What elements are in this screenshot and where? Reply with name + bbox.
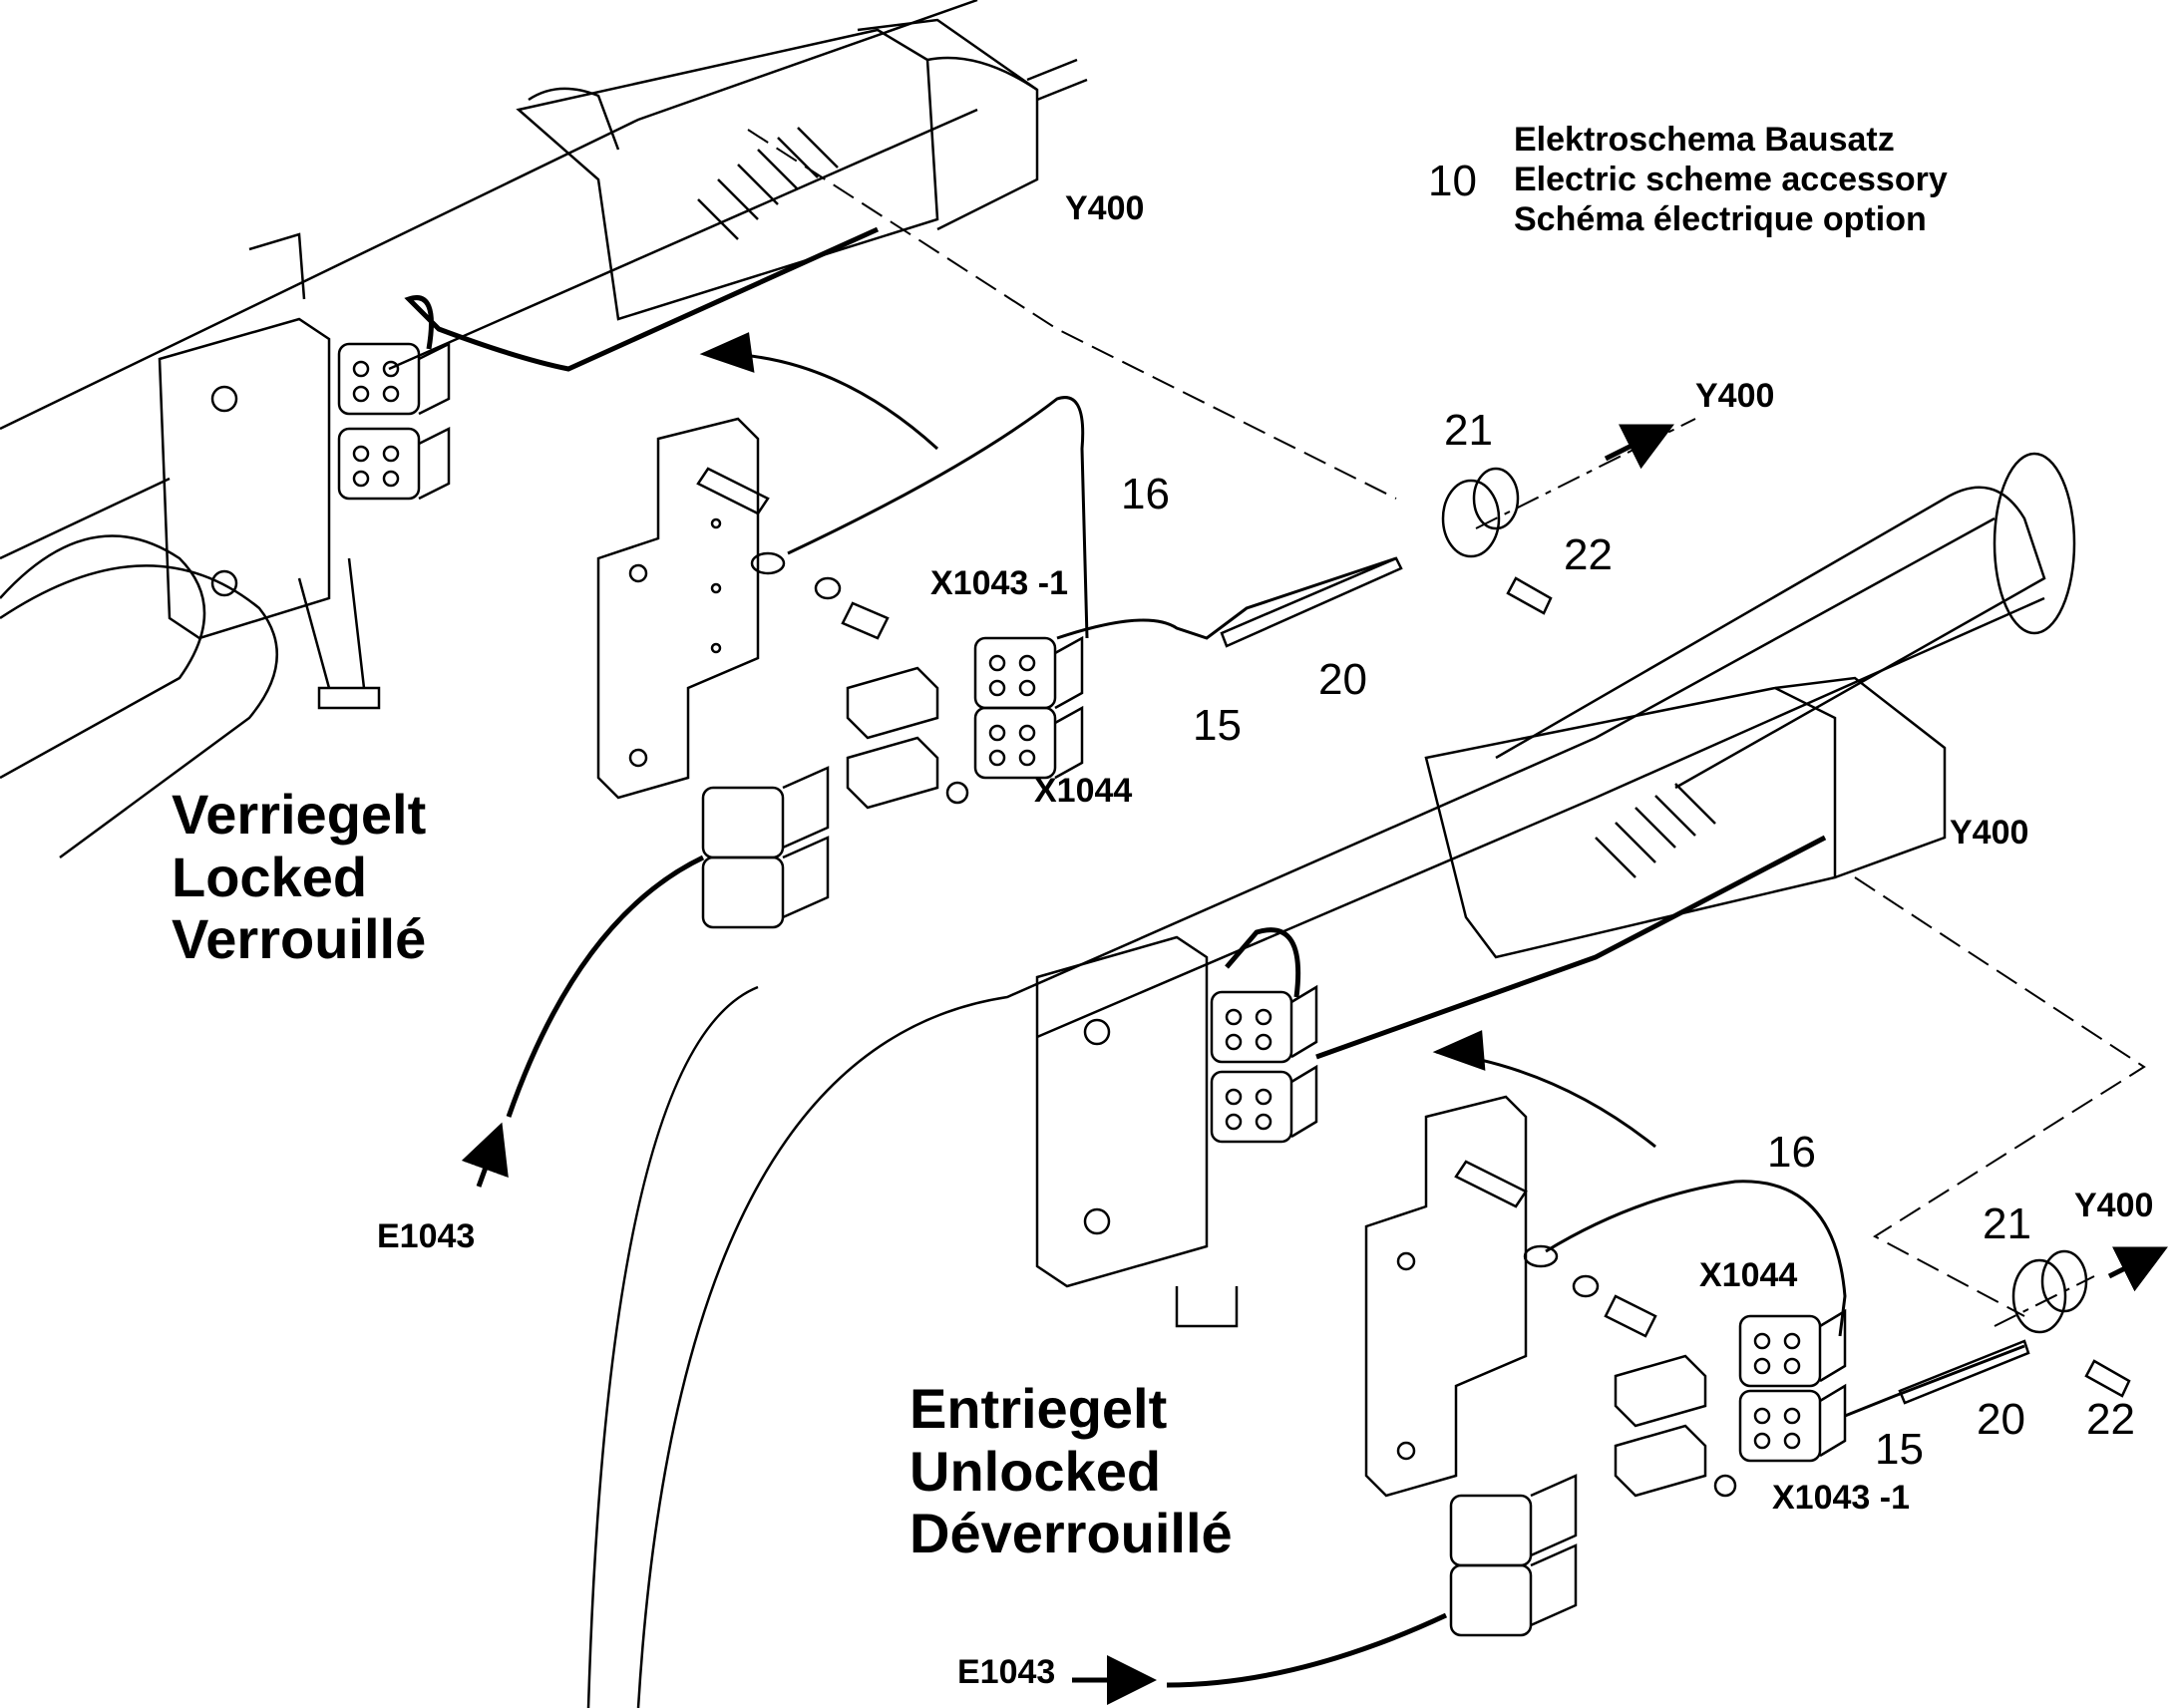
locked-harness-plug: [701, 786, 785, 859]
locked-x1044-label: X1044: [1034, 772, 1133, 810]
locked-loose-connector-x1043: [973, 636, 1057, 710]
unlocked-x1043-label: X1043 -1: [1772, 1479, 1910, 1517]
locked-cable-16: [787, 396, 1397, 640]
unlocked-mounted-connector-bottom: [1210, 1070, 1293, 1144]
locked-loose-connector-x1044: [973, 706, 1057, 780]
locked-cylinder: [516, 28, 939, 321]
locked-e1043-label: E1043: [377, 1217, 476, 1255]
unlocked-harness-plug: [1449, 1494, 1533, 1567]
locked-y400-top-label: Y400: [1065, 189, 1145, 227]
unlocked-y400-top-label: Y400: [1950, 814, 2029, 852]
locked-arm-tube: [0, 0, 978, 560]
locked-stud: [696, 467, 770, 515]
unlocked-loose-plate: [1364, 1095, 1528, 1498]
unlocked-cable-callout: 16: [1767, 1128, 1816, 1177]
locked-splice-callout: 15: [1193, 701, 1242, 750]
locked-state-en: Locked: [172, 845, 368, 908]
unlocked-cylinder: [1424, 686, 1837, 959]
locked-grommet-callout: 21: [1444, 406, 1493, 455]
locked-state-label: Verriegelt Locked Verrouillé: [172, 783, 427, 971]
unlocked-splice-callout: 15: [1875, 1425, 1924, 1474]
unlocked-screw-callout: 22: [2086, 1395, 2135, 1444]
locked-exploded-parts: [461, 332, 1674, 1188]
unlocked-sleeve-20: [1898, 1339, 2030, 1405]
locked-mounted-connector-top: [337, 342, 421, 416]
unlocked-grommet-callout: 21: [1983, 1199, 2031, 1248]
unlocked-mounted-connector-top: [1210, 990, 1293, 1064]
locked-sleeve-callout: 20: [1318, 655, 1367, 704]
header-line-de: Elektroschema Bausatz: [1514, 121, 1895, 159]
unlocked-y400-arrow-label: Y400: [2074, 1187, 2154, 1224]
locked-x1043-label: X1043 -1: [930, 564, 1068, 602]
unlocked-mount-plate: [1035, 935, 1209, 1288]
unlocked-state-en: Unlocked: [909, 1439, 1162, 1503]
locked-state-de: Verriegelt: [172, 783, 427, 846]
header-line-fr: Schéma électrique option: [1514, 200, 1927, 238]
locked-assembly: [0, 0, 1696, 859]
unlocked-installed-cable: [1225, 835, 1827, 1060]
unlocked-x1044-label: X1044: [1699, 1256, 1798, 1294]
unlocked-assembly: [586, 452, 2146, 1708]
locked-sleeve-20: [1220, 556, 1403, 648]
locked-loose-plate: [596, 417, 760, 800]
header-line-en: Electric scheme accessory: [1514, 161, 1948, 198]
locked-mount-plate: [158, 317, 331, 640]
unlocked-loose-connector-x1043: [1738, 1389, 1822, 1463]
unlocked-grommet-21: [2011, 1258, 2067, 1334]
unlocked-cylinder-tube: [1495, 486, 2046, 790]
locked-screw-callout: 22: [1564, 530, 1613, 579]
locked-grommet-21: [1441, 479, 1501, 558]
unlocked-arm-tube: [586, 516, 1996, 1708]
unlocked-state-de: Entriegelt: [909, 1377, 1168, 1440]
locked-installed-cable: [404, 226, 880, 372]
unlocked-state-fr: Déverrouillé: [909, 1502, 1233, 1565]
locked-y400-arrow-label: Y400: [1695, 377, 1775, 415]
locked-cable-callout: 16: [1121, 470, 1170, 518]
unlocked-loose-connector-x1044: [1738, 1314, 1822, 1388]
unlocked-exploded-parts: [1072, 1030, 2168, 1705]
sheet-number: 10: [1428, 157, 1477, 205]
unlocked-sleeve-callout: 20: [1977, 1395, 2025, 1444]
unlocked-cable-16: [1545, 1180, 2025, 1418]
unlocked-state-label: Entriegelt Unlocked Déverrouillé: [909, 1377, 1233, 1565]
locked-mounted-connector-bottom: [337, 427, 421, 501]
unlocked-e1043-label: E1043: [957, 1653, 1056, 1691]
locked-state-fr: Verrouillé: [172, 907, 427, 971]
